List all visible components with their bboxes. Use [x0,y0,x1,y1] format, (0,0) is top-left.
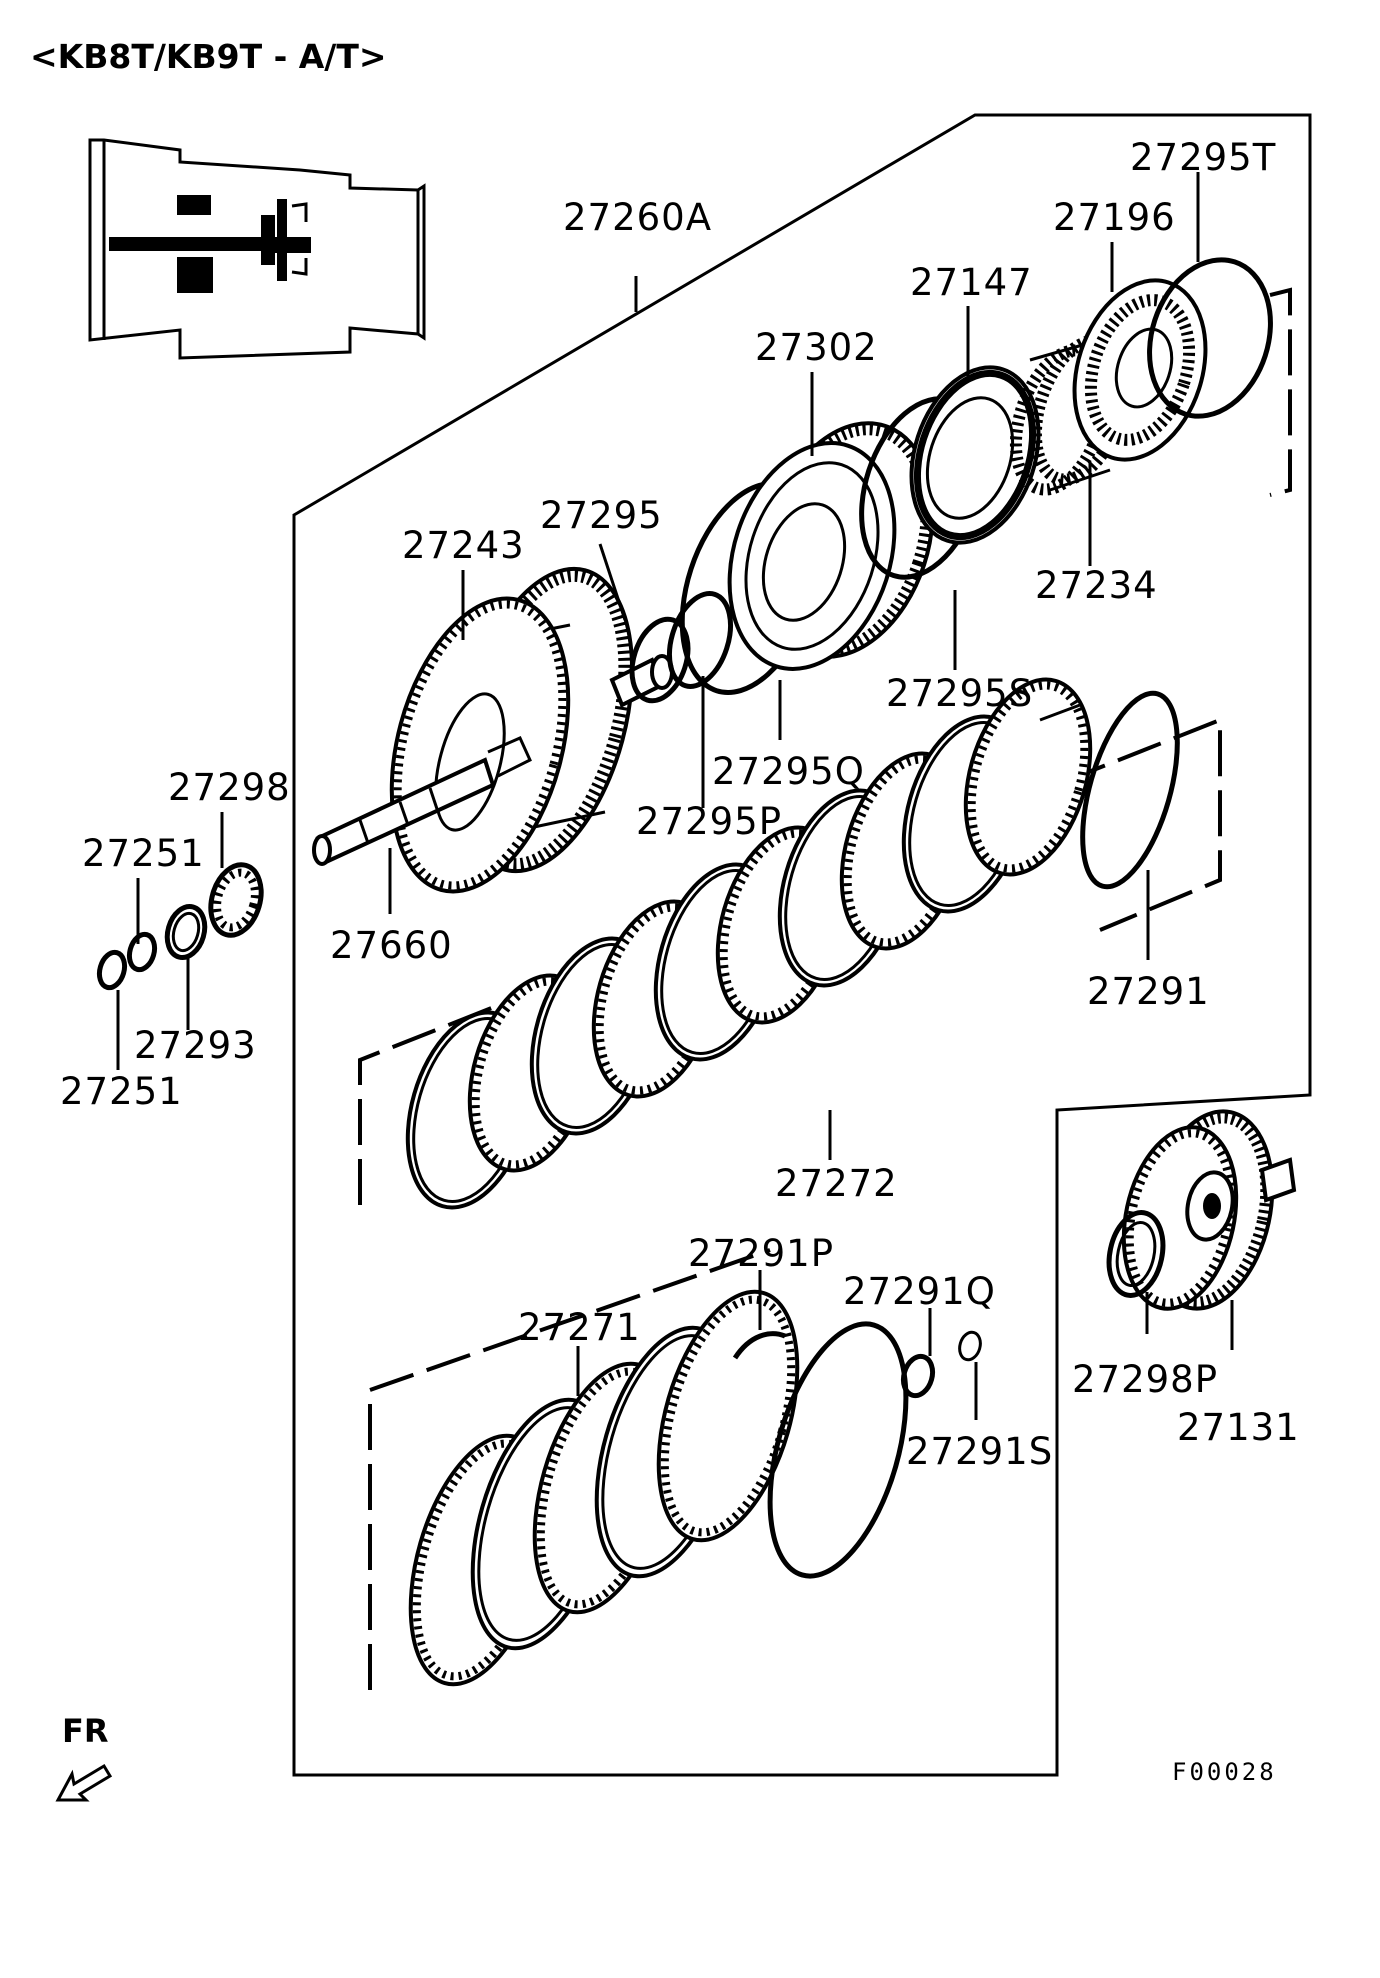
label-27243: 27243 [402,524,525,567]
label-27291: 27291 [1087,970,1210,1013]
clutch-plate-face [967,681,1089,873]
label-27196: 27196 [1053,196,1176,239]
label-27295P: 27295P [636,800,782,843]
bearing-27298P-inner [1115,1220,1157,1288]
label-27260A: 27260A [563,196,712,239]
retainer-27147 [909,365,1041,545]
label-27298: 27298 [168,766,291,809]
front-arrow-icon [55,1763,113,1802]
label-27295: 27295 [540,494,663,537]
clutch-plate [963,677,1093,877]
label-27295T: 27295T [1130,136,1276,179]
ring-gap [1039,703,1081,722]
transmission-locator-icon [88,138,426,360]
snap-ring-27295P [667,591,733,689]
sleeve-27295-region [609,654,674,708]
label-27271: 27271 [518,1306,641,1349]
label-27234: 27234 [1035,564,1158,607]
plate-27196 [1072,278,1208,462]
ring-27251-a [126,931,158,973]
snap-ring-27295 [629,616,691,704]
front-label: FR [62,1712,109,1750]
snap-ring-27295T [1147,257,1273,419]
bracket-clutch-pack [358,717,1222,1205]
label-27293: 27293 [134,1024,257,1067]
label-27291S: 27291S [906,1430,1053,1473]
label-27291P: 27291P [688,1232,834,1275]
bracket-upper [1269,287,1292,497]
label-27131: 27131 [1177,1406,1300,1449]
label-27660: 27660 [330,924,453,967]
label-27147: 27147 [910,261,1033,304]
washer-27293 [164,904,208,960]
label-27291Q: 27291Q [843,1270,996,1313]
piston-27302 [727,421,935,671]
front-arrow-indicator: FR [55,1712,113,1802]
gear-27131 [1121,1109,1297,1311]
label-27251-top: 27251 [82,832,205,875]
snap-ring-27291 [1080,690,1180,890]
snap-ring-27291P-end [732,1331,786,1360]
label-27302: 27302 [755,326,878,369]
label-27251-bottom: 27251 [60,1070,183,1113]
part-labels: 27295T 27196 27260A 27147 27302 27295 27… [60,136,1300,1473]
assembly-boundary [292,113,1312,1777]
bearing-27298-rollers [213,868,259,932]
diagram-title: <KB8T/KB9T - A/T> [30,37,387,76]
ring-27251-b [96,949,128,991]
label-27272: 27272 [775,1162,898,1205]
washer-27293-inner [171,911,201,953]
clutch-drum-27243 [389,566,635,894]
bearing-27298 [208,862,264,938]
label-27298P: 27298P [1072,1358,1218,1401]
ring-27291Q [900,1353,936,1399]
input-shaft-27660 [312,736,532,866]
bearing-27298P [1106,1210,1166,1298]
snap-ring-27291P [767,1321,909,1579]
bracket-lower [368,1248,771,1690]
leader-lines [116,172,1234,1420]
label-27295Q: 27295Q [712,750,865,793]
ring-27291S [958,1330,982,1362]
figure-code: F00028 [1172,1758,1277,1786]
clutch-pack-27272 [405,677,1093,1210]
label-27295S: 27295S [886,672,1033,715]
